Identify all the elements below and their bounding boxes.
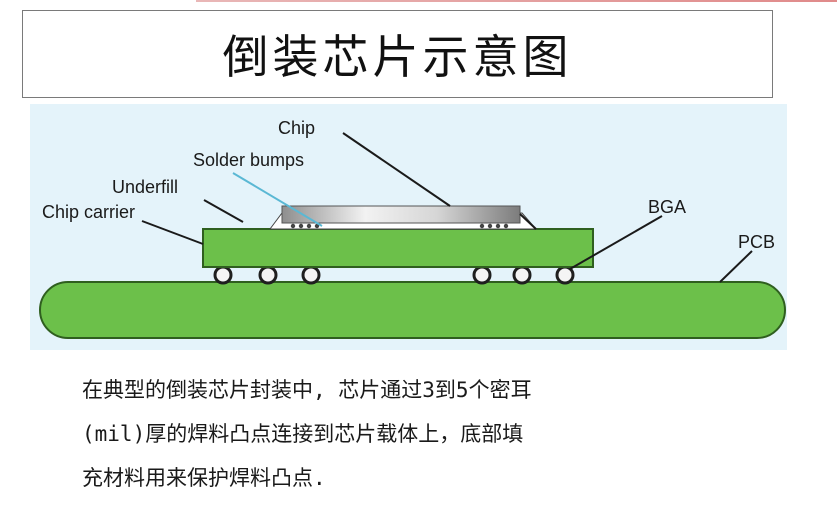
solder-bump bbox=[290, 223, 296, 229]
solder-bump bbox=[314, 223, 320, 229]
solder-bumps-leader bbox=[232, 172, 323, 227]
chip-carrier-leader bbox=[141, 220, 204, 245]
flip-chip-diagram: Chip Solder bumps Underfill Chip carrier… bbox=[30, 104, 787, 350]
solder-bump bbox=[306, 223, 312, 229]
leader-lines bbox=[141, 132, 753, 283]
bga-ball bbox=[258, 265, 278, 285]
pcb-leader bbox=[719, 250, 753, 283]
bga-ball bbox=[213, 265, 233, 285]
label-chip: Chip bbox=[278, 118, 315, 138]
solder-bump bbox=[503, 223, 509, 229]
bga-ball bbox=[512, 265, 532, 285]
title-box: 倒装芯片示意图 bbox=[22, 10, 773, 98]
underfill-leader-right bbox=[519, 213, 537, 230]
caption-line: (mil)厚的焊料凸点连接到芯片载体上，底部填 bbox=[82, 422, 524, 446]
bga-leader bbox=[569, 215, 663, 270]
solder-bump bbox=[479, 223, 485, 229]
label-solder-bumps: Solder bumps bbox=[193, 150, 304, 170]
chip-die bbox=[281, 205, 521, 224]
solder-bump bbox=[487, 223, 493, 229]
page-title: 倒装芯片示意图 bbox=[222, 30, 573, 84]
label-pcb: PCB bbox=[738, 232, 775, 252]
solder-bump bbox=[298, 223, 304, 229]
label-underfill: Underfill bbox=[112, 177, 178, 197]
chip-leader bbox=[342, 132, 451, 207]
bga-ball bbox=[301, 265, 321, 285]
pcb-board bbox=[39, 281, 786, 339]
solder-bump bbox=[495, 223, 501, 229]
label-bga: BGA bbox=[648, 197, 686, 217]
label-chip-carrier: Chip carrier bbox=[42, 202, 135, 222]
caption-line: 充材料用来保护焊料凸点. bbox=[82, 466, 326, 490]
caption: 在典型的倒装芯片封装中, 芯片通过3到5个密耳 (mil)厚的焊料凸点连接到芯片… bbox=[82, 368, 762, 500]
solder-bumps bbox=[290, 223, 509, 229]
header-accent-line bbox=[196, 0, 837, 2]
chip-carrier bbox=[202, 228, 594, 268]
caption-line: 在典型的倒装芯片封装中, 芯片通过3到5个密耳 bbox=[82, 378, 532, 402]
underfill-leader bbox=[203, 199, 244, 223]
bga-ball bbox=[472, 265, 492, 285]
